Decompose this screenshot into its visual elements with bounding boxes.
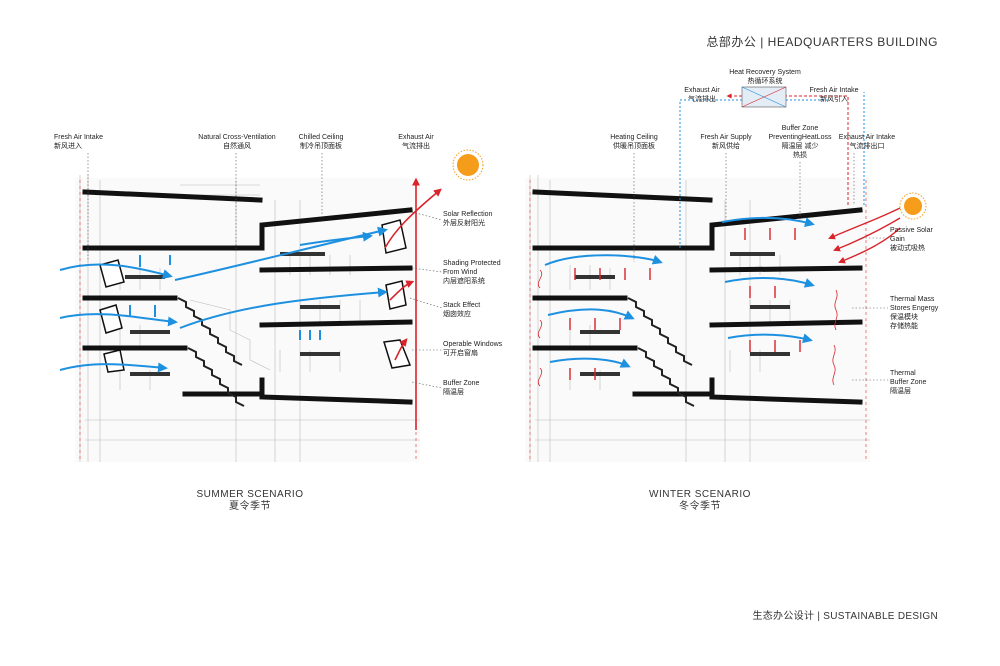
winter-floor-slabs	[532, 189, 863, 405]
heat-recovery-box	[741, 86, 787, 108]
winter-section	[525, 86, 927, 462]
winter-ducts	[679, 92, 865, 250]
summer-floor-slabs	[82, 189, 413, 405]
summer-airflow-arrows	[59, 226, 388, 373]
header-title: 总部办公 | HEADQUARTERS BUILDING	[706, 35, 938, 49]
winter-frame	[525, 178, 870, 462]
summer-frame	[75, 178, 420, 462]
summer-section	[59, 149, 484, 462]
summer-exhaust-arrows	[384, 177, 442, 430]
winter-heat-arrows	[537, 207, 901, 387]
footer-title: 生态办公设计 | SUSTAINABLE DESIGN	[752, 611, 938, 622]
winter-airflow-arrows	[544, 216, 815, 368]
winter-sun-icon	[899, 192, 927, 220]
summer-sun-icon	[452, 149, 484, 181]
